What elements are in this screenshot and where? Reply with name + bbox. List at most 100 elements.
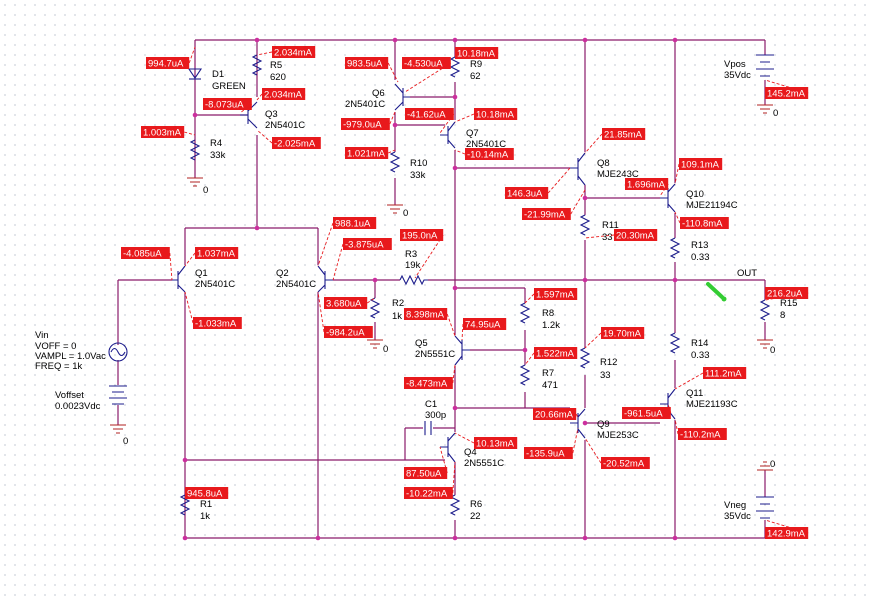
tag-value: 19.70mA bbox=[603, 329, 642, 340]
current-tag[interactable]: 1.003mA bbox=[141, 126, 196, 139]
tag-value: 216.2uA bbox=[767, 289, 803, 300]
current-tag[interactable]: 216.2uA bbox=[764, 287, 809, 301]
current-tag[interactable]: 74.95uA bbox=[461, 318, 507, 341]
current-tag[interactable]: 146.3uA bbox=[505, 167, 571, 200]
voltage-probe-icon[interactable] bbox=[706, 282, 727, 302]
tag-box bbox=[602, 128, 646, 140]
tag-box bbox=[404, 308, 448, 320]
current-tag[interactable]: 994.7uA bbox=[146, 46, 196, 70]
r11-zigzag bbox=[579, 214, 591, 236]
current-tag[interactable]: -961.5uA bbox=[622, 403, 672, 420]
tag-box bbox=[463, 318, 507, 330]
tag-leader-line bbox=[404, 62, 452, 93]
current-tag[interactable]: 10.18mA bbox=[454, 47, 499, 60]
r6-ref: R6 bbox=[470, 499, 482, 510]
current-tag[interactable]: 19.70mA bbox=[584, 327, 645, 349]
q11-symbol bbox=[660, 388, 676, 420]
current-tag[interactable]: 983.5uA bbox=[345, 57, 399, 83]
tag-value: 1.696mA bbox=[627, 180, 666, 191]
current-tag[interactable]: -984.2uA bbox=[317, 291, 373, 339]
current-tag[interactable]: 20.30mA bbox=[584, 229, 658, 242]
tag-leader-line bbox=[366, 297, 376, 304]
tag-value: 983.5uA bbox=[347, 59, 383, 70]
tag-value: 142.9mA bbox=[767, 529, 806, 540]
current-tag[interactable]: 1.696mA bbox=[625, 178, 669, 197]
r3-value: 19k bbox=[405, 260, 421, 271]
tag-box bbox=[765, 527, 809, 539]
tag-value: -4.530uA bbox=[404, 59, 443, 70]
transistors bbox=[172, 83, 676, 463]
current-tag[interactable]: -10.14mA bbox=[454, 148, 514, 161]
tag-leader-line bbox=[674, 211, 681, 224]
tag-value: 20.30mA bbox=[616, 231, 655, 242]
wires bbox=[117, 39, 766, 539]
q10-value: MJE21194C bbox=[686, 200, 738, 211]
tag-leader-line bbox=[184, 131, 196, 136]
tag-leader-line bbox=[452, 364, 456, 384]
current-tag[interactable]: -8.073uA bbox=[203, 98, 253, 114]
current-tag[interactable]: 111.2mA bbox=[674, 367, 747, 390]
q10-ref: Q10 bbox=[686, 189, 704, 200]
r14-ref: R14 bbox=[691, 338, 708, 349]
tag-value: 1.021mA bbox=[347, 149, 386, 160]
vin-ref: Vin bbox=[35, 330, 49, 341]
tag-leader-line bbox=[184, 252, 196, 267]
tag-leader-line bbox=[524, 352, 535, 366]
c1-value: 300p bbox=[425, 410, 446, 421]
q8-ref: Q8 bbox=[597, 158, 610, 169]
current-tag[interactable]: 10.13mA bbox=[454, 432, 518, 450]
tag-box bbox=[474, 437, 518, 449]
tag-box bbox=[121, 247, 170, 259]
current-tag[interactable]: -110.8mA bbox=[674, 211, 729, 230]
current-tag[interactable]: 945.8uA bbox=[184, 487, 229, 500]
current-tag[interactable]: 109.1mA bbox=[674, 158, 723, 185]
current-tag[interactable]: -20.52mA bbox=[584, 437, 650, 470]
current-tag[interactable]: 142.9mA bbox=[764, 519, 809, 540]
tag-box bbox=[703, 367, 747, 379]
current-tag[interactable]: -4.085uA bbox=[121, 247, 173, 281]
tag-value: -8.473mA bbox=[406, 379, 448, 390]
current-tag[interactable]: 10.18mA bbox=[454, 108, 518, 123]
tag-box bbox=[765, 287, 809, 299]
current-tag[interactable]: -4.530uA bbox=[402, 57, 452, 93]
current-tag[interactable]: 1.522mA bbox=[524, 347, 578, 366]
tag-leader-line bbox=[414, 234, 444, 279]
current-tag[interactable]: -1.033mA bbox=[184, 291, 242, 330]
tag-leader-line bbox=[389, 111, 396, 125]
tag-box bbox=[534, 288, 578, 300]
current-tag[interactable]: 20.66mA bbox=[533, 408, 579, 421]
net-label-out: OUT bbox=[737, 268, 757, 279]
current-tag[interactable]: -3.875uA bbox=[332, 238, 392, 281]
ground-r15 bbox=[757, 339, 773, 349]
current-tag[interactable]: -41.62uA bbox=[405, 108, 455, 134]
r1-ref: R1 bbox=[200, 499, 212, 510]
current-tag[interactable]: 87.50uA bbox=[404, 446, 448, 480]
current-tag[interactable]: 2.034mA bbox=[256, 46, 316, 59]
current-tag[interactable]: -8.473mA bbox=[404, 364, 456, 390]
current-tag[interactable]: -10.22mA bbox=[404, 461, 456, 500]
r6-value: 22 bbox=[470, 511, 481, 522]
current-tag[interactable]: 1.021mA bbox=[345, 147, 396, 160]
current-tag[interactable]: 2.034mA bbox=[256, 88, 306, 101]
current-tag[interactable]: 195.0nA bbox=[400, 229, 444, 279]
current-tag[interactable]: -21.99mA bbox=[522, 189, 586, 221]
current-tag[interactable]: 8.398mA bbox=[404, 308, 456, 337]
tag-box bbox=[622, 407, 671, 419]
current-tag[interactable]: -110.2mA bbox=[674, 418, 727, 441]
current-tag[interactable]: -2.025mA bbox=[256, 129, 321, 150]
tag-value: -41.62uA bbox=[407, 110, 446, 121]
current-tag[interactable]: -979.0uA bbox=[341, 111, 396, 131]
tag-leader-line bbox=[256, 93, 263, 101]
current-tag[interactable]: 21.85mA bbox=[584, 128, 646, 154]
tag-value: 1.037mA bbox=[197, 249, 236, 260]
current-tag[interactable]: 1.597mA bbox=[524, 288, 578, 304]
current-tag[interactable]: -135.9uA bbox=[524, 427, 579, 460]
current-tag[interactable]: 145.2mA bbox=[764, 79, 809, 100]
current-tag[interactable]: 3.680uA bbox=[324, 297, 376, 310]
r2-ref: R2 bbox=[392, 298, 404, 309]
current-tag[interactable]: 1.037mA bbox=[184, 247, 239, 267]
capacitor-c1-symbol bbox=[424, 421, 432, 435]
vin-vampl: VAMPL = 1.0Vac bbox=[35, 351, 106, 362]
current-tag[interactable]: 988.1uA bbox=[317, 217, 377, 267]
q8-value: MJE243C bbox=[597, 169, 639, 180]
